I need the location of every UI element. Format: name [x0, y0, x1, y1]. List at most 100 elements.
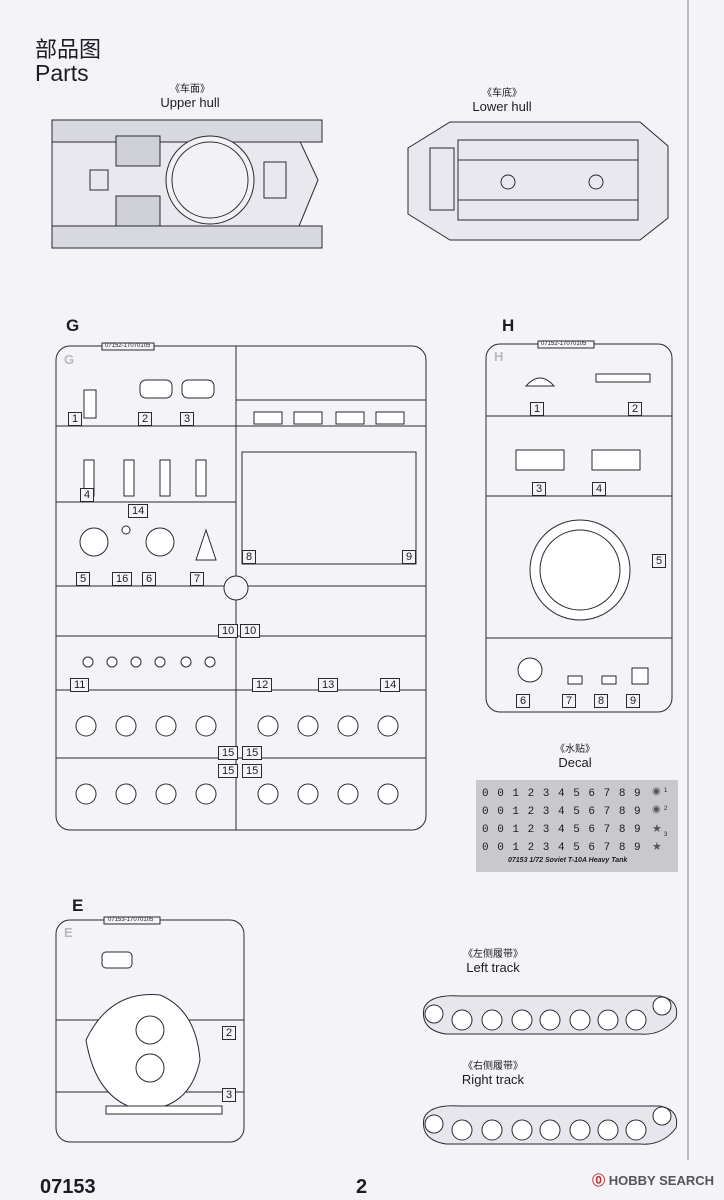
sprue-h-part-number: 5	[652, 554, 667, 568]
svg-text:E: E	[64, 925, 73, 940]
sprue-g-code: 07152-17070105	[105, 343, 151, 349]
sprue-h-part-number: 2	[628, 402, 643, 416]
left-track-wheels	[451, 1009, 647, 1031]
decal-sheet-caption: 07153 1/72 Soviet T-10A Heavy Tank	[508, 857, 628, 864]
sprue-g-part-number: 9	[402, 550, 417, 564]
sprue-g-part-number: 12	[252, 678, 273, 692]
right-track-caption: 《右侧履带》Right track	[461, 1061, 525, 1087]
road-wheel-icon	[569, 1009, 591, 1031]
sprue-h-parts	[515, 373, 651, 685]
sprue-g-part-number: 2	[138, 412, 153, 426]
road-wheel-icon	[597, 1119, 619, 1141]
left-track-caption: 《左侧履带》Left track	[463, 949, 523, 975]
sprue-g-label: G	[66, 316, 80, 335]
sprue-h-part	[524, 377, 556, 387]
right-track-wheels	[451, 1119, 647, 1141]
sprue-h-part	[591, 449, 641, 471]
sprue-e-label: E	[72, 896, 84, 915]
sprue-e-part-number: 2	[222, 1026, 237, 1040]
decal-row: 0 0 1 2 3 4 5 6 7 8 9	[482, 788, 642, 800]
sprue-g-part-number: 11	[70, 678, 90, 692]
sprue-g-part-number: 16	[112, 572, 133, 586]
upper-hull-drawing	[51, 119, 323, 249]
sprue-g-part-number: 3	[180, 412, 195, 426]
sprue-g-part	[123, 459, 135, 497]
sprue-g-part	[139, 379, 173, 399]
road-wheel-icon	[257, 715, 279, 737]
sprue-g-part	[293, 411, 323, 425]
sprue-h-part-number: 9	[626, 694, 641, 708]
track-idler-icon	[652, 1106, 672, 1126]
sprue-g-frame: G	[55, 342, 427, 831]
track-idler-icon	[652, 996, 672, 1016]
watermark: ⓪ HOBBY SEARCH	[592, 1173, 714, 1188]
sprue-h-part	[595, 373, 651, 383]
sprue-g-part	[181, 379, 215, 399]
sprue-h-part	[567, 675, 583, 685]
page-title-en: Parts	[35, 60, 89, 86]
sprue-g-part-number: 15	[218, 764, 239, 778]
product-code: 07153	[40, 1176, 96, 1198]
sprue-h-turret-ring-inner	[539, 529, 621, 611]
road-wheel-icon	[481, 1009, 503, 1031]
sprue-g-part	[335, 411, 365, 425]
sprue-e-gun-barrel	[105, 1105, 223, 1115]
upper-hull-caption: 《车面》Upper hull	[160, 84, 220, 110]
sprue-g-part-number: 6	[142, 572, 157, 586]
road-wheel-icon	[625, 1119, 647, 1141]
sprue-g-small-part	[82, 656, 94, 668]
sprue-h-part-number: 3	[532, 482, 547, 496]
sprue-g-part-number: 1	[68, 412, 83, 426]
sprue-h-code: 07152-17070105	[541, 341, 587, 347]
road-wheel-icon	[377, 715, 399, 737]
star-icon: ★	[652, 841, 662, 853]
track-sprocket-icon	[424, 1114, 444, 1134]
road-wheel-icon	[511, 1009, 533, 1031]
lower-hull-caption: 《车底》Lower hull	[472, 88, 532, 114]
svg-text:H: H	[494, 349, 503, 364]
sprue-e-part-number: 3	[222, 1088, 237, 1102]
sprue-g-small-part	[130, 656, 142, 668]
sprue-g-sprocket	[79, 527, 109, 557]
road-wheel-icon	[195, 783, 217, 805]
decal-row: 0 0 1 2 3 4 5 6 7 8 9	[482, 806, 642, 818]
sprue-g-part	[375, 411, 405, 425]
sprue-g-part	[195, 528, 217, 561]
sprue-g-part-number: 7	[190, 572, 205, 586]
sprue-g-part-number: 5	[76, 572, 91, 586]
sprue-h-part	[515, 449, 565, 471]
road-wheel-icon	[377, 783, 399, 805]
sprue-g-part	[121, 525, 131, 535]
sprue-g-part-number: 15	[242, 746, 263, 760]
page-number: 2	[356, 1176, 368, 1198]
page-title-cn: 部品图	[35, 38, 102, 63]
sprue-e-cupola	[101, 951, 133, 969]
sprue-g-part-number: 14	[380, 678, 401, 692]
decal-mark: 3	[664, 832, 668, 838]
road-wheel-icon	[539, 1119, 561, 1141]
sprue-e-turret	[85, 994, 201, 1111]
road-wheel-icon	[569, 1119, 591, 1141]
sprue-h-part-number: 7	[562, 694, 577, 708]
road-wheel-icon	[195, 715, 217, 737]
sprue-e-hatch	[135, 1015, 165, 1045]
road-wheel-icon	[337, 783, 359, 805]
sprue-g-part-number: 10	[218, 624, 239, 638]
sprue-g-small-part	[204, 656, 216, 668]
decal-mark: 1	[664, 788, 668, 794]
road-wheel-icon	[481, 1119, 503, 1141]
decal-caption: 《水贴》Decal	[555, 744, 595, 770]
road-wheel-icon	[297, 783, 319, 805]
sprue-g-part-number: 13	[318, 678, 339, 692]
sprue-g-part-number: 8	[242, 550, 257, 564]
road-wheel-icon	[539, 1009, 561, 1031]
hobby-search-logo-icon: ⓪	[592, 1173, 609, 1188]
svg-text:G: G	[64, 352, 74, 367]
sprue-g-small-part	[180, 656, 192, 668]
sprue-h-part	[631, 667, 649, 685]
sprue-g-part-number: 15	[218, 746, 239, 760]
decal-row: 0 0 1 2 3 4 5 6 7 8 9	[482, 824, 642, 836]
decal-mark: 2	[664, 806, 668, 812]
sprue-h-part	[517, 657, 543, 683]
